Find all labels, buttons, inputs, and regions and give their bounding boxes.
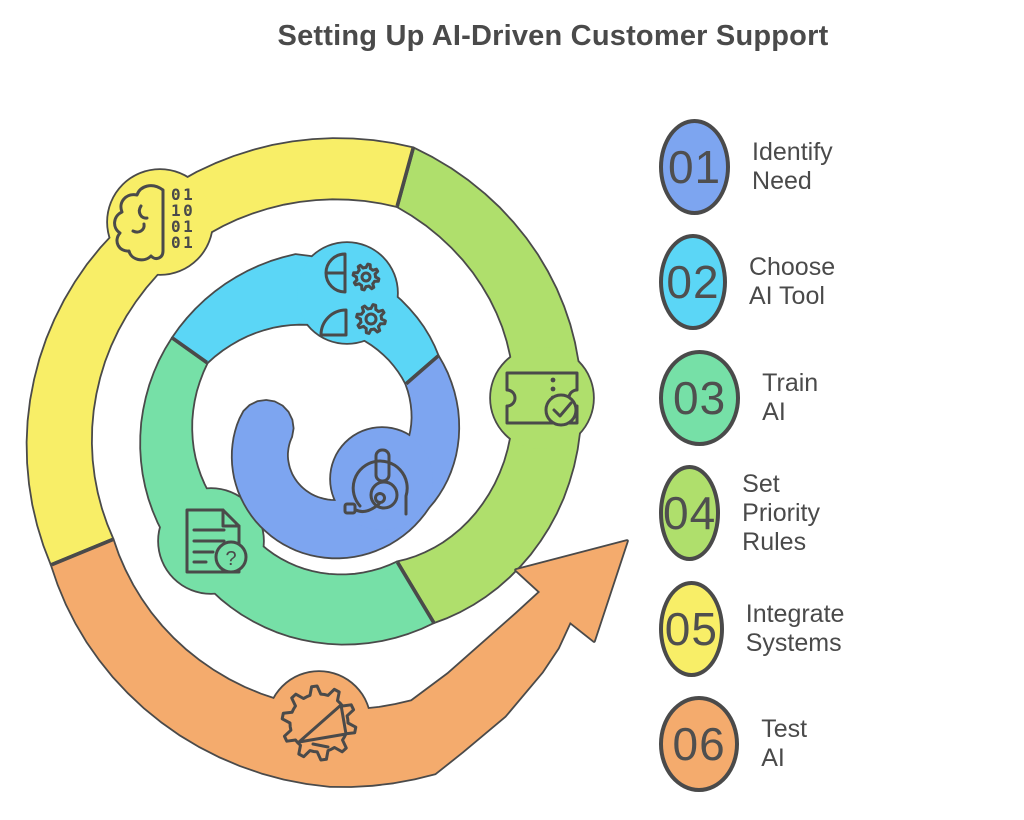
- question-mark: ?: [225, 548, 236, 570]
- legend-item: 04 Set Priority Rules: [659, 465, 855, 561]
- megaphone-gear-icon: [280, 684, 358, 762]
- segment-divider: [395, 147, 415, 207]
- step-label: Integrate Systems: [745, 600, 845, 657]
- step-number-badge: 05: [659, 581, 724, 677]
- legend-item: 03 Train AI: [659, 350, 833, 446]
- user-settings-icon: [319, 252, 387, 337]
- spiral-node-fill-lightgreen: [491, 347, 593, 449]
- binary-text-row: 10: [171, 201, 195, 220]
- spiral-band-fill-lightgreen: [397, 148, 581, 623]
- spiral-band-fill-orange: [51, 539, 627, 787]
- ticket-check-icon: [505, 371, 579, 427]
- segment-divider: [51, 537, 114, 567]
- step-number-badge: 03: [659, 350, 741, 446]
- segment-divider: [405, 354, 440, 386]
- legend-item: 02 Choose AI Tool: [659, 234, 863, 330]
- legend-item: 01 Identify Need: [659, 119, 858, 215]
- legend-item: 06 Test AI: [659, 696, 823, 792]
- step-label: Choose AI Tool: [748, 253, 836, 310]
- step-label: Test AI: [761, 715, 808, 772]
- binary-text-row: 01: [171, 185, 195, 204]
- step-number-badge: 01: [659, 119, 731, 215]
- segment-divider: [395, 561, 436, 624]
- legend-item: 05 Integrate Systems: [659, 581, 876, 677]
- binary-text-row: 01: [171, 217, 195, 236]
- step-number-badge: 04: [659, 465, 721, 561]
- page-title: Setting Up AI-Driven Customer Support: [277, 20, 829, 52]
- step-label: Set Priority Rules: [742, 469, 820, 556]
- binary-text-row: 01: [171, 233, 195, 252]
- step-number-badge: 02: [659, 234, 727, 330]
- document-question-icon: ?: [185, 508, 248, 574]
- step-label: Identify Need: [752, 138, 833, 195]
- spiral-node-fill-blue: [331, 428, 433, 530]
- step-number-badge: 06: [659, 696, 740, 792]
- step-label: Train AI: [762, 369, 819, 426]
- headset-agent-icon: [343, 448, 409, 516]
- segment-divider: [171, 336, 208, 364]
